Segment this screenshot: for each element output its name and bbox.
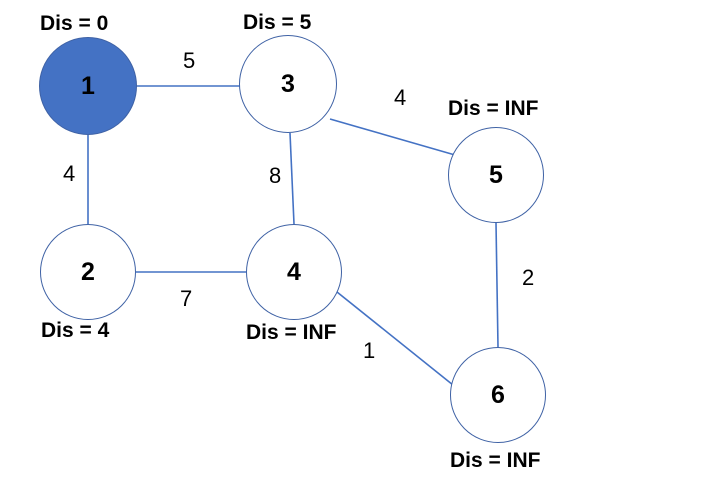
graph-node-5[interactable]: 5 [448, 127, 544, 223]
distance-label-node-5: Dis = INF [448, 97, 539, 120]
edge-weight-3-5: 4 [394, 85, 407, 110]
edge-weight-1-3: 5 [183, 48, 196, 73]
graph-node-label-3: 3 [281, 69, 295, 98]
graph-node-label-1: 1 [81, 71, 95, 100]
edge-weight-1-2: 4 [63, 161, 76, 186]
edge-weight-5-6: 2 [522, 265, 535, 290]
graph-edge-3-4[interactable] [289, 132, 295, 225]
edge-weight-3-4: 8 [269, 163, 282, 188]
graph-edge-5-6[interactable] [495, 222, 499, 348]
graph-node-label-6: 6 [491, 380, 505, 409]
graph-node-6[interactable]: 6 [450, 347, 546, 443]
graph-edge-3-5[interactable] [329, 118, 456, 156]
graph-node-4[interactable]: 4 [246, 224, 342, 320]
distance-label-node-4: Dis = INF [246, 321, 337, 344]
distance-label-node-6: Dis = INF [450, 449, 541, 472]
graph-node-label-2: 2 [81, 257, 95, 286]
distance-label-node-1: Dis = 0 [40, 12, 109, 35]
graph-node-1[interactable]: 1 [39, 37, 137, 135]
edge-weight-2-4: 7 [180, 286, 193, 311]
graph-node-label-4: 4 [287, 257, 301, 286]
graph-node-2[interactable]: 2 [40, 224, 136, 320]
edge-weight-4-6: 1 [363, 338, 376, 363]
graph-node-3[interactable]: 3 [239, 35, 337, 133]
graph-edge-4-6[interactable] [336, 291, 454, 386]
distance-label-node-3: Dis = 5 [243, 11, 312, 34]
distance-label-node-2: Dis = 4 [41, 319, 110, 342]
graph-node-label-5: 5 [489, 160, 503, 189]
